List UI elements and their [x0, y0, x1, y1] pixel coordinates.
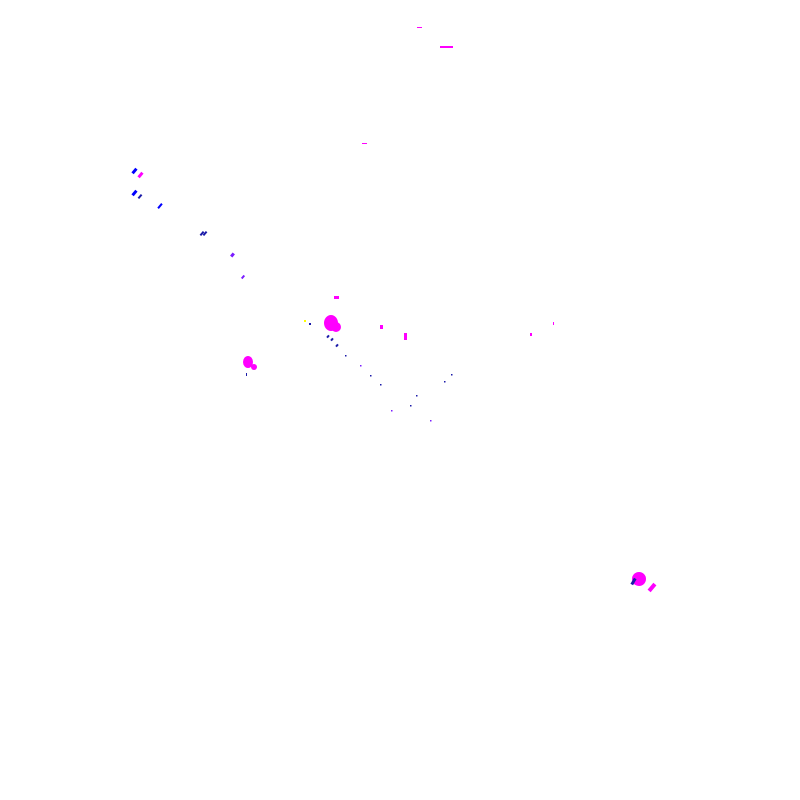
diagonal-mark — [131, 167, 138, 175]
scatter-dot — [360, 365, 362, 367]
center-mark — [335, 343, 339, 348]
lower-right-blob — [632, 572, 646, 586]
scatter-dot — [451, 374, 453, 376]
diagonal-mark — [230, 252, 235, 258]
center-mark — [380, 325, 383, 329]
center-mark — [330, 337, 334, 342]
left-blob — [243, 356, 253, 368]
center-mark — [309, 323, 311, 325]
diagonal-mark — [202, 230, 208, 237]
scatter-dot — [416, 395, 418, 397]
center-mark — [326, 334, 330, 339]
diagonal-mark — [199, 230, 205, 237]
lower-right-mark — [647, 582, 657, 593]
center-mark — [553, 322, 554, 325]
scatter-dot — [370, 375, 372, 377]
diagonal-mark — [157, 203, 163, 209]
mark-layer — [131, 27, 657, 593]
top-dash-mark — [417, 27, 422, 28]
diagonal-mark — [137, 193, 143, 200]
diagonal-mark — [240, 274, 246, 280]
diagonal-mark — [131, 189, 138, 197]
scatter-dot — [391, 410, 393, 412]
left-blob — [251, 364, 257, 370]
center-mark — [530, 333, 532, 336]
center-mark — [334, 296, 339, 299]
scatter-dot — [410, 405, 412, 407]
scatter-dot — [380, 384, 382, 386]
top-dash-mark — [362, 143, 367, 144]
scatter-dot — [345, 355, 347, 357]
scatter-dot — [444, 381, 446, 383]
scatter-dot — [430, 420, 432, 422]
lower-right-mark — [630, 577, 637, 586]
center-mark — [404, 333, 407, 340]
diagonal-mark — [137, 171, 144, 179]
center-mark — [304, 320, 306, 322]
center-blob — [331, 322, 341, 332]
top-dash-mark — [440, 46, 453, 48]
left-mark — [246, 373, 247, 376]
